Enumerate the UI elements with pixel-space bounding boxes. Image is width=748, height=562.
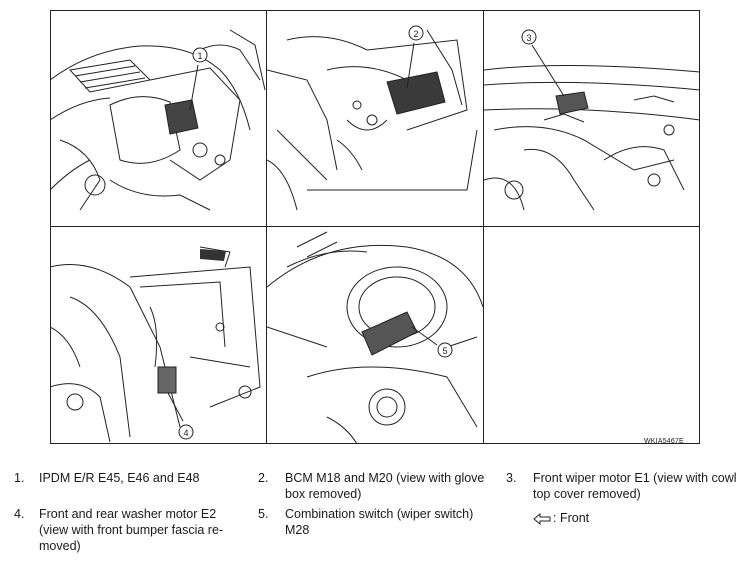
legend-number: 3. <box>506 471 517 485</box>
wiper-motor-illustration: 3 <box>484 29 700 211</box>
legend-text: Front wiper motor E1 (view with cowl top… <box>533 471 737 501</box>
frame-mid-horizontal <box>50 226 700 227</box>
bcm-illustration: 2 <box>267 25 478 211</box>
panel-wiper-motor: 3 <box>484 10 700 226</box>
front-note: : Front <box>533 510 589 526</box>
legend-text: Combination switch (wiper switch) M28 <box>285 507 474 537</box>
panel-ipdm: 1 <box>50 10 266 226</box>
legend-number: 5. <box>258 507 269 521</box>
figure-code: WKIA5467E <box>644 438 684 445</box>
panel-empty <box>484 227 700 444</box>
washer-motor-illustration: 4 <box>50 246 261 443</box>
panel-combination-switch: 5 <box>267 227 483 444</box>
legend-text: Front and rear washer motor E2 (view wit… <box>39 507 224 553</box>
callout-1: 1 <box>198 51 203 61</box>
panel-bcm: 2 <box>267 10 483 226</box>
frame-bottom <box>50 443 700 444</box>
callout-2: 2 <box>414 29 419 39</box>
panel-washer-motor: 4 <box>50 227 266 444</box>
legend-number: 4. <box>14 507 25 521</box>
ipdm-illustration: 1 <box>50 29 266 211</box>
frame-left <box>50 10 51 444</box>
legend-text: BCM M18 and M20 (view with glove box rem… <box>285 471 485 501</box>
frame-right <box>699 10 700 444</box>
front-note-text: : Front <box>553 511 590 525</box>
callout-4: 4 <box>184 428 189 438</box>
legend-text: IPDM E/R E45, E46 and E48 <box>39 471 200 485</box>
combination-switch-illustration: 5 <box>267 231 483 444</box>
front-arrow-icon <box>533 512 551 526</box>
frame-top <box>50 10 700 11</box>
frame-mid-vertical-1 <box>266 10 267 444</box>
callout-3: 3 <box>527 33 532 43</box>
legend-number: 2. <box>258 471 269 485</box>
callout-5: 5 <box>443 346 448 356</box>
component-location-figure: 1 <box>50 10 700 444</box>
legend-number: 1. <box>14 471 25 485</box>
frame-mid-vertical-2 <box>483 10 484 444</box>
